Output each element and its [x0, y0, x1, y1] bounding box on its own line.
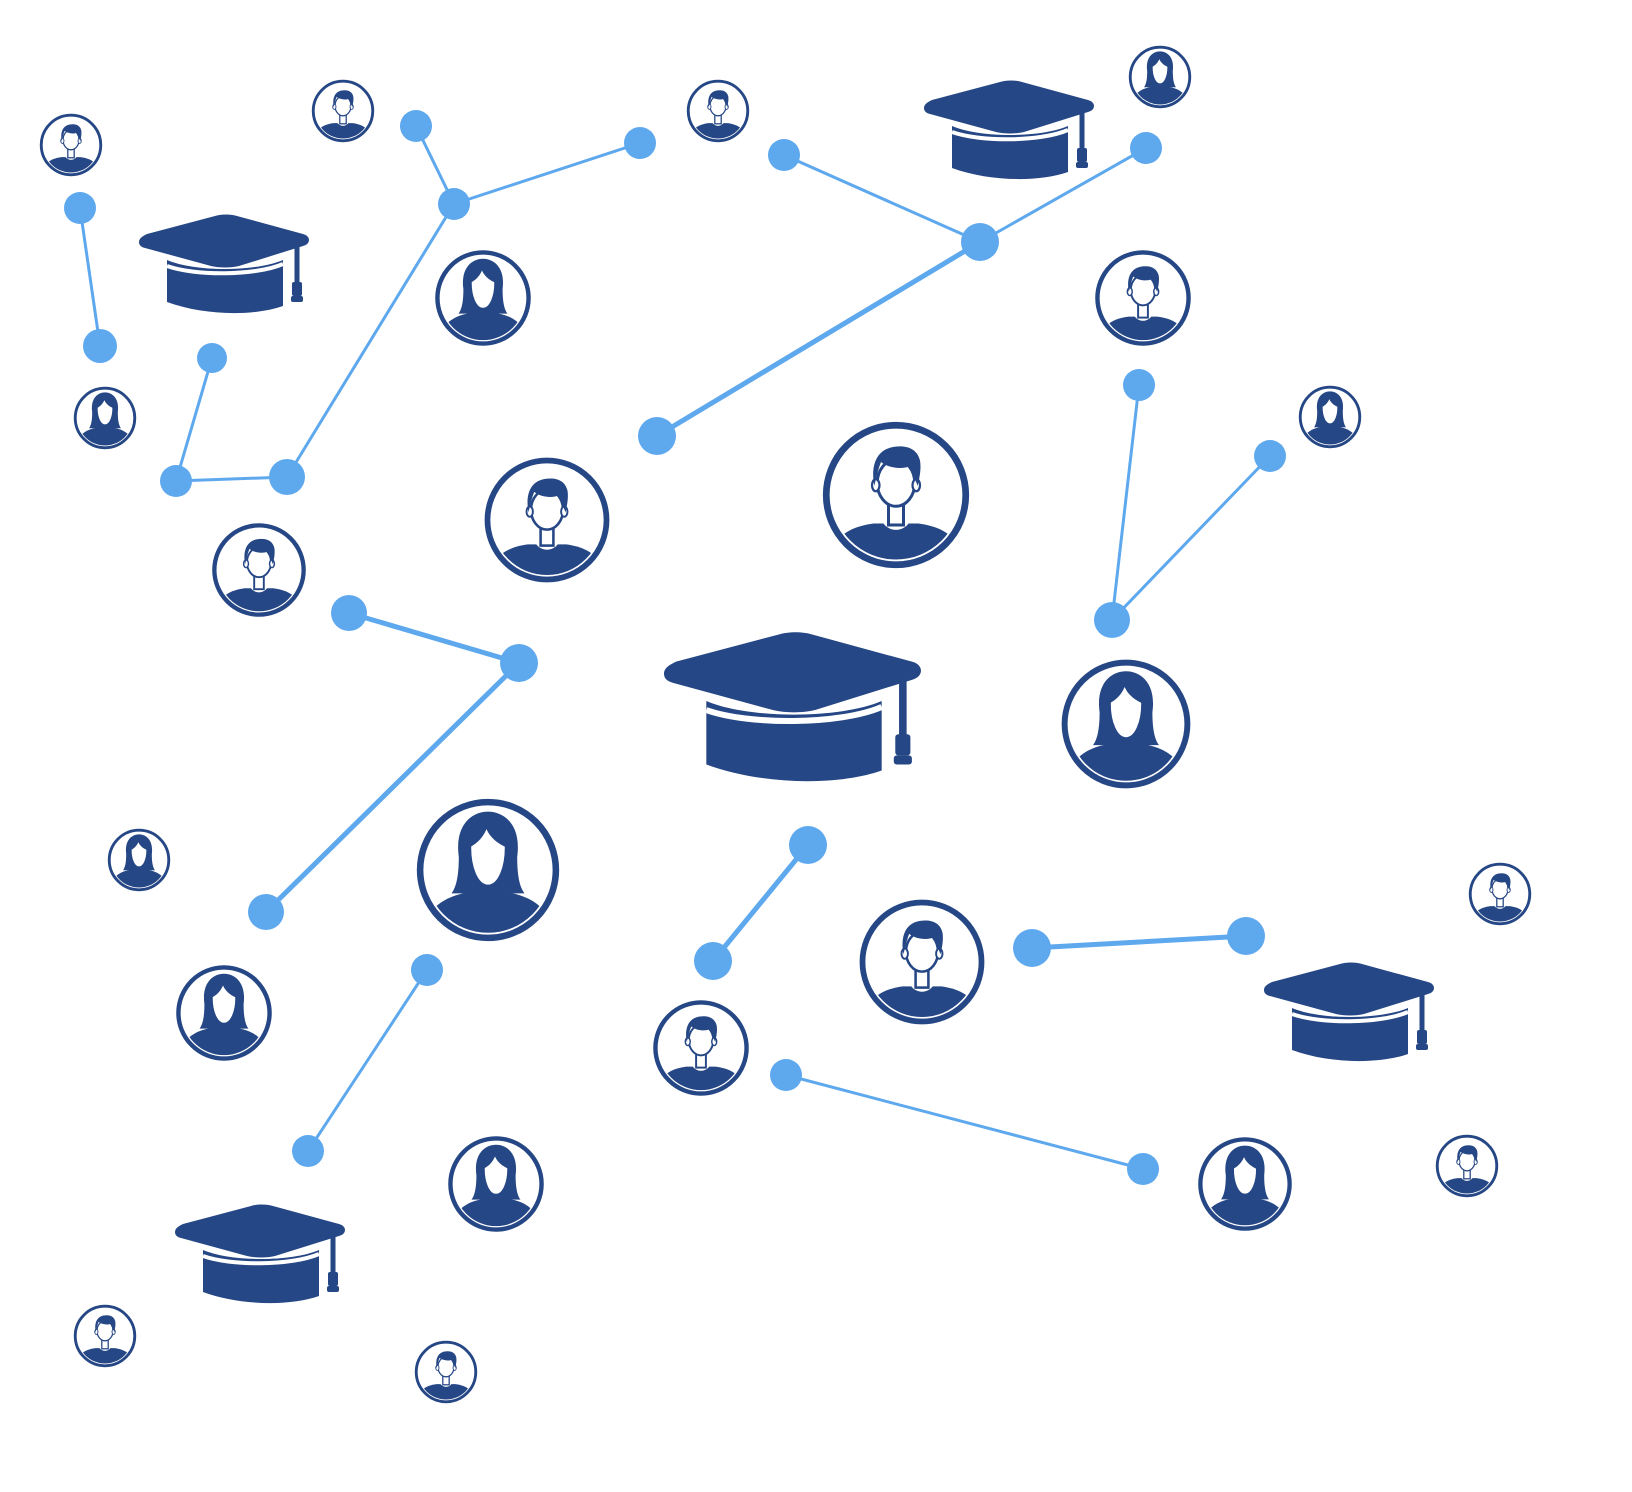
graduation-cap-icon — [1264, 962, 1434, 1062]
connection-node — [961, 223, 999, 261]
connection-node — [1127, 1153, 1159, 1185]
connection-node — [1094, 602, 1130, 638]
graduation-cap-icon — [175, 1204, 345, 1304]
connection-node — [64, 192, 96, 224]
connection-line — [263, 660, 522, 915]
connection-line — [306, 968, 429, 1153]
connection-node — [160, 465, 192, 497]
graduation-cap-icon — [924, 80, 1094, 180]
graduation-cap-icon — [664, 632, 921, 782]
person-male-icon — [1095, 250, 1191, 346]
person-male-icon — [212, 523, 306, 617]
connection-line — [710, 842, 811, 964]
person-male-icon — [822, 421, 970, 569]
connection-line — [1110, 454, 1272, 622]
connection-line — [174, 475, 289, 483]
person-female-icon — [416, 798, 560, 942]
person-female-icon — [1298, 385, 1362, 449]
connection-nodes — [64, 110, 1286, 1185]
connection-node — [248, 894, 284, 930]
connection-line — [346, 610, 522, 666]
person-male-icon — [1468, 862, 1532, 926]
connection-line — [978, 146, 1148, 244]
connection-line — [1029, 933, 1249, 951]
connection-node — [770, 1059, 802, 1091]
connection-line — [1110, 383, 1141, 622]
person-male-icon — [484, 457, 610, 583]
person-female-icon — [1061, 659, 1191, 789]
connection-node — [624, 127, 656, 159]
connection-line — [782, 153, 982, 244]
connection-node — [694, 942, 732, 980]
connection-node — [1013, 929, 1051, 967]
person-male-icon — [653, 1000, 749, 1096]
person-female-icon — [435, 250, 531, 346]
connection-node — [83, 329, 117, 363]
person-male-icon — [39, 113, 103, 177]
connection-line — [452, 141, 642, 206]
icons — [39, 45, 1532, 1404]
connection-node — [1227, 917, 1265, 955]
person-female-icon — [107, 828, 171, 892]
connection-line — [285, 202, 456, 479]
person-female-icon — [73, 386, 137, 450]
person-male-icon — [311, 79, 375, 143]
person-male-icon — [414, 1340, 478, 1404]
person-male-icon — [73, 1304, 137, 1368]
connection-line — [654, 239, 983, 439]
connection-node — [438, 188, 470, 220]
person-female-icon — [1198, 1137, 1292, 1231]
connection-node — [1130, 132, 1162, 164]
connection-node — [197, 343, 227, 373]
connection-node — [789, 826, 827, 864]
connection-lines — [78, 124, 1272, 1171]
connection-node — [292, 1135, 324, 1167]
connection-node — [768, 139, 800, 171]
connection-node — [500, 644, 538, 682]
connection-line — [784, 1073, 1145, 1171]
connection-node — [638, 417, 676, 455]
connection-node — [1123, 369, 1155, 401]
connection-node — [1254, 440, 1286, 472]
person-male-icon — [686, 79, 750, 143]
connection-line — [78, 206, 102, 348]
person-female-icon — [176, 965, 272, 1061]
person-female-icon — [448, 1136, 544, 1232]
connection-node — [269, 459, 305, 495]
person-male-icon — [859, 899, 985, 1025]
connection-node — [400, 110, 432, 142]
connection-node — [411, 954, 443, 986]
graduation-cap-icon — [139, 214, 309, 314]
person-male-icon — [1435, 1134, 1499, 1198]
connection-node — [331, 595, 367, 631]
connection-line — [174, 356, 214, 483]
person-female-icon — [1128, 45, 1192, 109]
